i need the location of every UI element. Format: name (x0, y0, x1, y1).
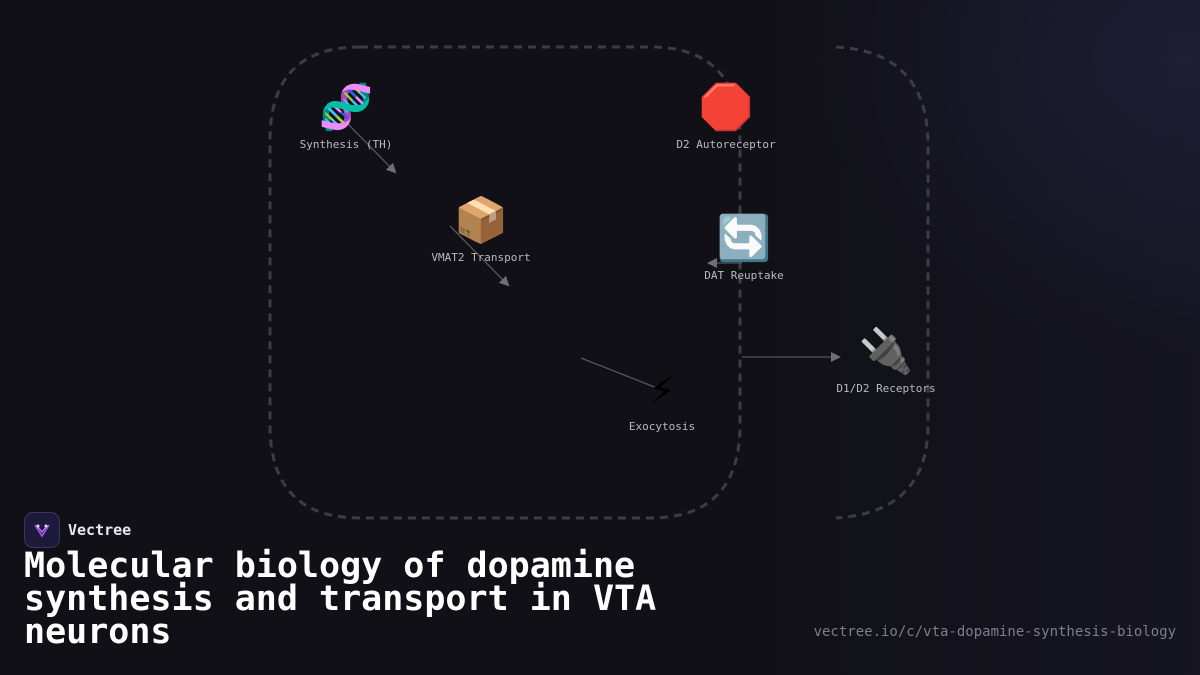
node-receptors: 🔌 D1/D2 Receptors (836, 326, 936, 396)
node-exocytosis: ⚡ Exocytosis (628, 364, 696, 434)
dna-icon: 🧬 (318, 82, 374, 133)
edge-synthesis-to-vmat2 (345, 121, 397, 174)
plug-icon: 🔌 (858, 326, 914, 377)
presynaptic-terminal-outline (268, 45, 742, 520)
node-vmat2: 📦 VMAT2 Transport (431, 195, 531, 265)
lightning-icon: ⚡ (648, 364, 676, 415)
node-label-exocytosis: Exocytosis (628, 420, 696, 433)
vectree-logo-icon (24, 512, 60, 548)
edge-exocytosis-link (580, 357, 663, 391)
node-label-vmat2: VMAT2 Transport (431, 251, 531, 264)
node-d2-autoreceptor: 🛑 D2 Autoreceptor (676, 82, 776, 152)
brand: Vectree (24, 512, 131, 548)
edge-vmat2-to-exocytosis (449, 225, 510, 287)
node-label-dat: DAT Reuptake (704, 269, 784, 282)
page-title: Molecular biology of dopamine synthesis … (24, 546, 657, 652)
postsynaptic-outline (835, 45, 930, 520)
package-icon: 📦 (453, 195, 509, 246)
node-dat-reuptake: 🔄 DAT Reuptake (704, 213, 784, 283)
node-synthesis: 🧬 Synthesis (TH) (299, 82, 393, 152)
node-label-d2: D2 Autoreceptor (676, 138, 776, 151)
stop-sign-icon: 🛑 (698, 82, 754, 133)
node-label-receptors: D1/D2 Receptors (836, 382, 936, 395)
node-label-synthesis: Synthesis (TH) (299, 138, 393, 151)
cycle-arrows-icon: 🔄 (716, 213, 772, 264)
page-url[interactable]: vectree.io/c/vta-dopamine-synthesis-biol… (813, 624, 1176, 640)
brand-name: Vectree (68, 521, 132, 539)
